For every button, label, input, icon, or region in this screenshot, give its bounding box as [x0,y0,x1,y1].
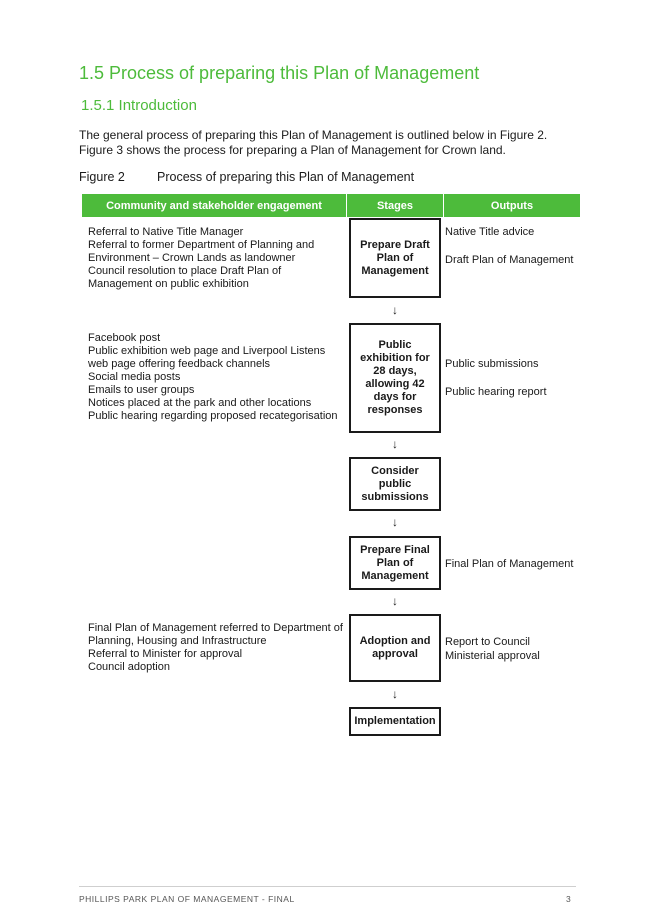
arrow-down-icon: ↓ [392,437,398,451]
community-item: Referral to Native Title Manager [88,226,244,238]
stage-prepare-final: Prepare Final Plan of Management [349,536,441,590]
arrow-down-icon: ↓ [392,303,398,317]
stage-public-exhibition: Public exhibition for 28 days, allowing … [349,323,441,433]
footer-title: PHILLIPS PARK PLAN OF MANAGEMENT - FINAL [79,894,295,904]
arrow-down-icon: ↓ [392,687,398,701]
figure-title: Process of preparing this Plan of Manage… [157,170,415,184]
community-item: Final Plan of Management referred to Dep… [88,622,343,647]
output-item: Public submissions [445,358,539,370]
arrow-down-icon: ↓ [392,515,398,529]
header-outputs: Outputs [444,194,580,217]
community-item: Emails to user groups [88,384,195,396]
output-item: Report to Council [445,636,530,648]
community-item: Public exhibition web page and Liverpool… [88,345,326,370]
subsection-heading: 1.5.1 Introduction [81,97,197,114]
header-stages: Stages [347,194,443,217]
community-group-1: Referral to Native Title Manager Referra… [88,226,348,291]
community-group-2: Facebook post Public exhibition web page… [88,332,348,423]
community-item: Council resolution to place Draft Plan o… [88,265,282,290]
stage-implementation: Implementation [349,707,441,736]
output-item: Native Title advice [445,226,535,238]
footer-divider [79,886,576,887]
output-item: Public hearing report [445,386,547,398]
community-item: Referral to former Department of Plannin… [88,239,315,264]
community-item: Social media posts [88,371,181,383]
output-item: Ministerial approval [445,650,540,662]
output-item: Final Plan of Management [445,558,574,570]
header-community: Community and stakeholder engagement [82,194,346,217]
community-item: Council adoption [88,661,170,673]
arrow-down-icon: ↓ [392,594,398,608]
stage-prepare-draft: Prepare Draft Plan of Management [349,218,441,298]
page-number: 3 [566,894,571,904]
figure-number: Figure 2 [79,170,125,184]
output-item: Draft Plan of Management [445,254,574,266]
community-group-5: Final Plan of Management referred to Dep… [88,622,348,674]
community-item: Notices placed at the park and other loc… [88,397,312,409]
community-item: Public hearing regarding proposed recate… [88,410,338,422]
figure-caption: Figure 2 Process of preparing this Plan o… [79,170,414,184]
intro-paragraph: The general process of preparing this Pl… [79,128,548,157]
community-item: Facebook post [88,332,161,344]
stage-consider-submissions: Consider public submissions [349,457,441,511]
community-item: Referral to Minister for approval [88,648,243,660]
stage-adoption-approval: Adoption and approval [349,614,441,682]
section-heading: 1.5 Process of preparing this Plan of Ma… [79,63,480,83]
